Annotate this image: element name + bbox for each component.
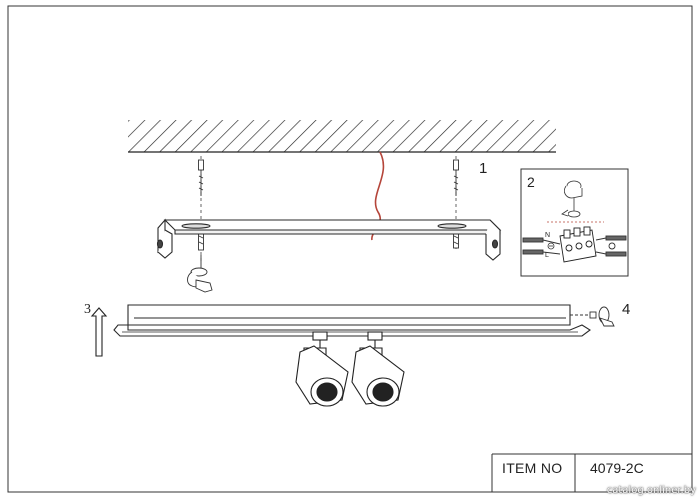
ground-symbol-icon [547, 242, 555, 250]
sheet-frame [7, 5, 693, 493]
spotlight-left [295, 331, 349, 407]
side-screw-detail [570, 306, 615, 327]
terminal-live-label: L [545, 252, 549, 259]
incoming-wires [522, 237, 561, 255]
lift-arrow-icon [90, 307, 108, 357]
step-number-2: 2 [527, 174, 535, 190]
item-no-label: ITEM NO [502, 460, 563, 476]
screwdriver-hand-detail [561, 180, 583, 218]
step-number-4: 4 [622, 301, 631, 318]
mounting-bracket [156, 218, 502, 261]
lighting-track [113, 304, 591, 337]
wiring-detail [520, 168, 629, 277]
outgoing-wires [595, 235, 627, 257]
step-number-3: 3 [84, 302, 91, 317]
terminal-neutral-label: N [545, 232, 551, 239]
title-block [491, 453, 692, 492]
watermark: catalog.onliner.by [606, 485, 696, 496]
step-number-1: 1 [479, 160, 488, 177]
spotlight-right [351, 331, 405, 407]
screwdriver-hand-left [187, 255, 213, 293]
anchor-screw-right [453, 156, 459, 252]
item-no-value: 4079-2C [590, 460, 644, 476]
ceiling [128, 120, 556, 153]
anchor-screw-left [198, 156, 204, 262]
terminal-block [559, 226, 597, 263]
